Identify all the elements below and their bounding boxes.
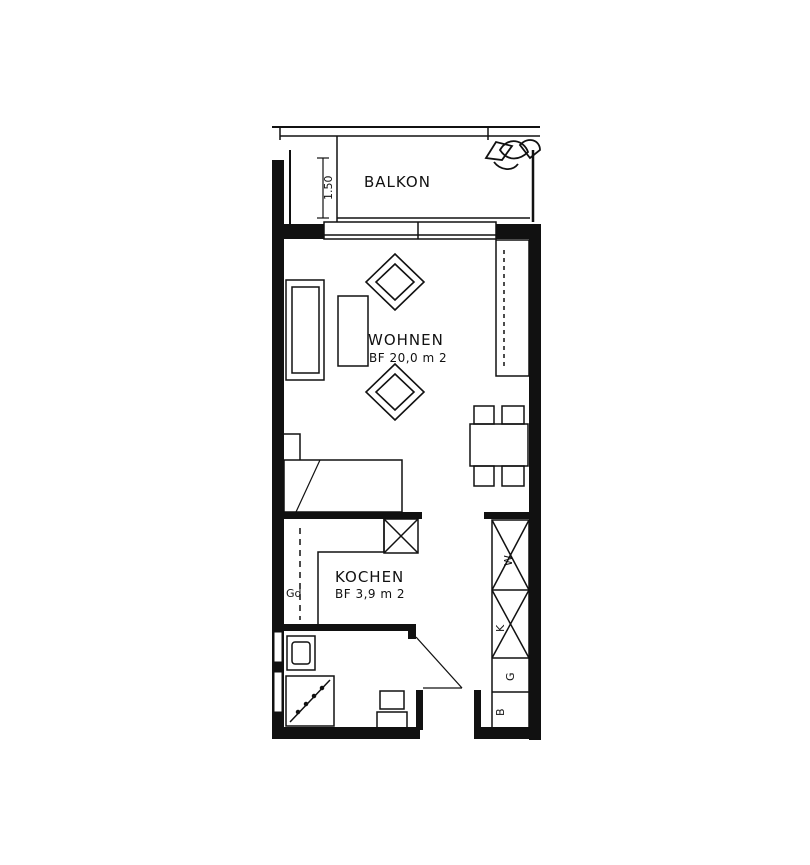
sofa <box>285 279 325 381</box>
armchair <box>364 252 426 312</box>
kitchen-label: KOCHEN <box>335 568 404 586</box>
sideboard <box>283 433 403 513</box>
side-windows <box>273 631 283 713</box>
fridge-label: K <box>494 624 507 632</box>
kitchen-area: BF 3,9 m 2 <box>335 587 405 601</box>
toilet <box>376 690 408 729</box>
balcony <box>272 126 540 225</box>
coffee-table <box>337 295 369 367</box>
bathroom-door <box>415 636 463 689</box>
living-room-area: BF 20,0 m 2 <box>369 351 447 365</box>
interior-walls <box>284 512 529 730</box>
kitchen-unit-column <box>491 519 530 729</box>
sink <box>286 635 316 671</box>
dining-table <box>469 405 529 487</box>
living-room-label: WOHNEN <box>368 331 444 349</box>
shelf <box>495 239 530 377</box>
shower-tray <box>285 675 335 727</box>
balcony-dimension <box>317 157 329 219</box>
plant-icon <box>484 139 541 170</box>
exterior-walls <box>272 160 541 740</box>
b-unit-label: B <box>494 708 507 716</box>
g-unit-label: G <box>504 672 517 681</box>
kitchen-counter <box>299 518 419 624</box>
balcony-dimension-label: 1.50 <box>322 176 335 201</box>
washer-label: W <box>502 555 515 566</box>
balcony-door <box>323 221 497 240</box>
armchair <box>364 362 426 422</box>
balcony-label: BALKON <box>364 173 431 191</box>
wardrobe-label: Gd <box>286 587 302 600</box>
